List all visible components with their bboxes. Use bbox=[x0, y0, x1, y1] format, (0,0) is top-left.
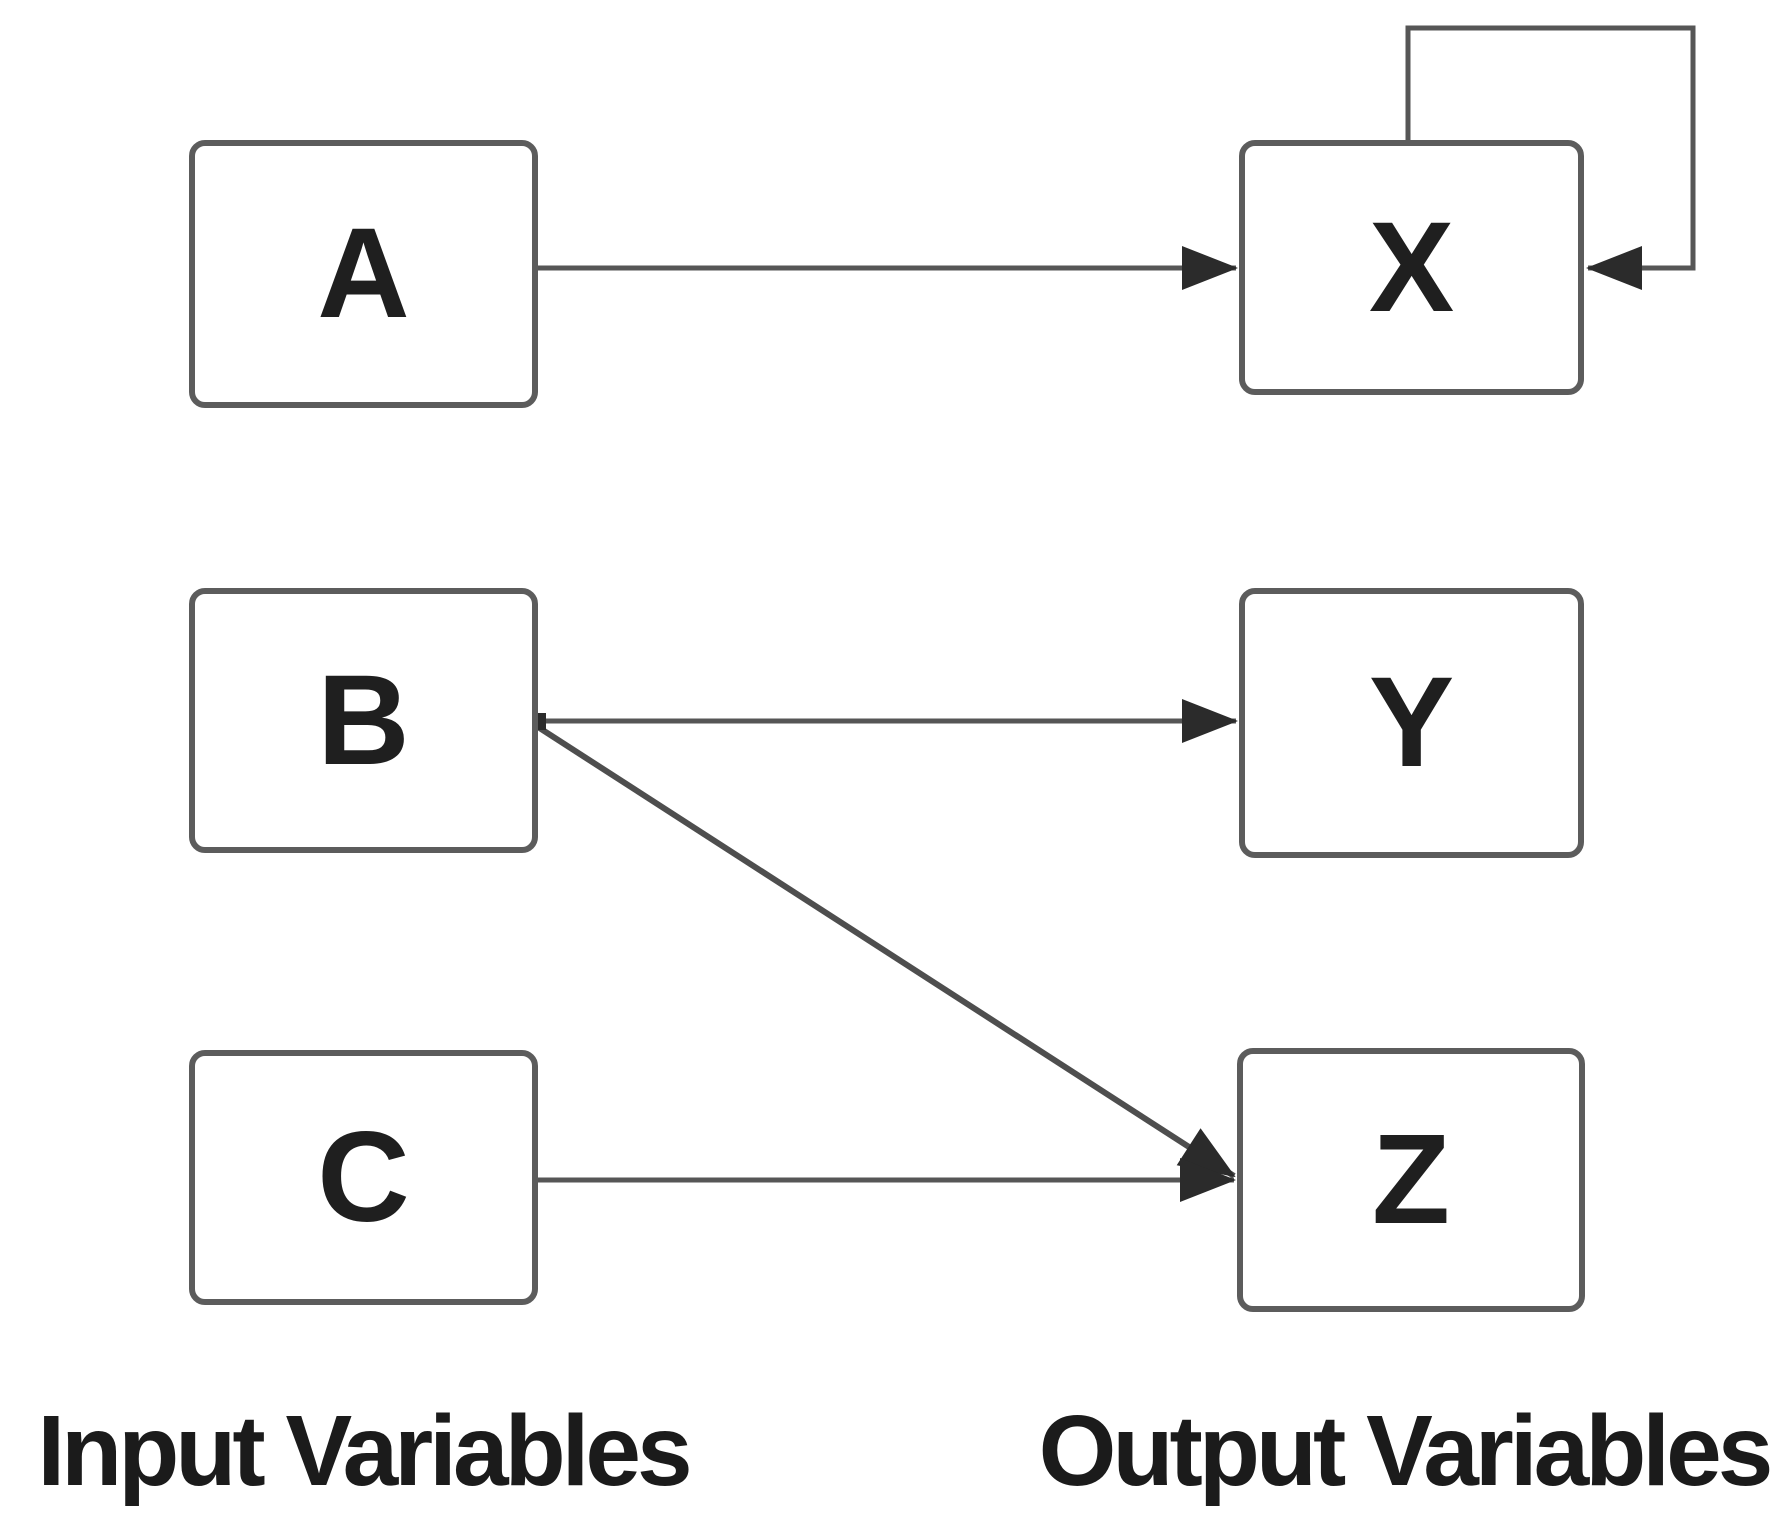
node-box-c: C bbox=[189, 1050, 538, 1305]
node-box-b: B bbox=[189, 588, 538, 853]
node-label-c: C bbox=[317, 1105, 410, 1249]
node-label-b: B bbox=[317, 648, 410, 792]
node-box-x: X bbox=[1239, 140, 1584, 395]
node-box-y: Y bbox=[1239, 588, 1584, 858]
node-label-z: Z bbox=[1371, 1108, 1451, 1251]
edge-b-to-z bbox=[536, 724, 1236, 1179]
column-label-input: Input Variables bbox=[37, 1395, 692, 1507]
node-label-y: Y bbox=[1368, 651, 1455, 794]
node-box-z: Z bbox=[1237, 1048, 1585, 1312]
node-label-x: X bbox=[1368, 195, 1455, 339]
column-label-output: Output Variables bbox=[1038, 1395, 1774, 1507]
node-label-a: A bbox=[317, 202, 410, 345]
node-box-a: A bbox=[189, 140, 538, 408]
